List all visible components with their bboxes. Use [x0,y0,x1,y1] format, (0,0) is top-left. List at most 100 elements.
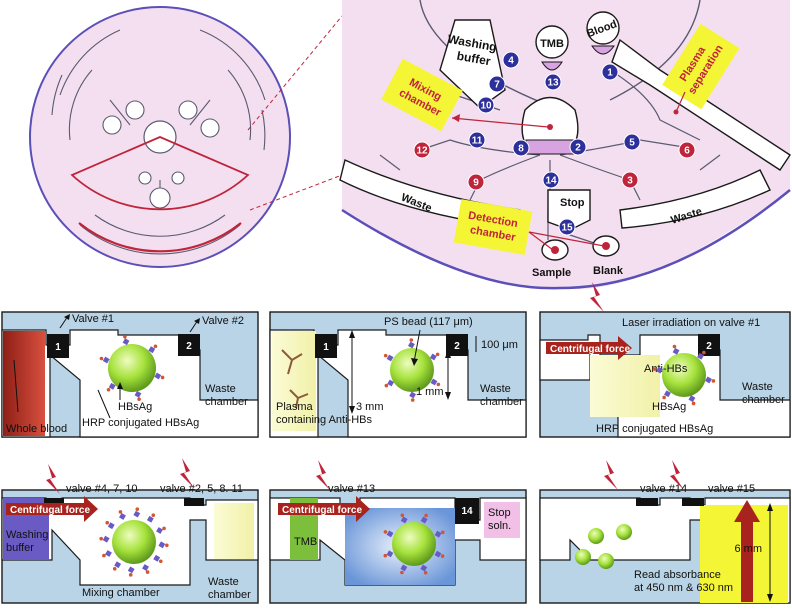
stop-reservoir [547,189,591,231]
label-valves-2-5-8-11: valve #2, 5, 8. 11 [160,483,243,495]
whole-blood-fill [3,331,45,436]
label-laser: Laser irradiation on valve #1 [622,317,760,329]
label-hrp: HRP conjugated HBsAg [82,417,199,429]
svg-text:2: 2 [454,341,460,352]
valve-7 [488,75,506,93]
label-waste-4: Waste chamber [208,576,251,601]
valve-label-5: 5 [629,138,635,149]
label-valve-13: valve #13 [328,483,375,495]
read-arrow [734,500,760,522]
valve-label-13: 13 [547,78,559,89]
bead-3 [662,353,706,397]
bead-4 [112,520,156,564]
valve-label-6: 6 [684,146,690,157]
valve-13 [544,73,562,91]
sector-outline [70,136,250,211]
svg-text:1: 1 [323,342,329,353]
panel-3: 2 Centrifugal force Laser irradiation on… [539,282,791,438]
panel-4: Centrifugal force valve #4, 7, 10 valve … [1,458,259,604]
svg-text:2: 2 [186,341,192,352]
panel-6: valve #14 valve #15 6 mm Read absorbance… [539,460,791,604]
label-100um: 100 μm [481,339,518,351]
valve-label-10: 10 [480,101,492,112]
label-stop: Stop [560,197,585,209]
label-mixing-chamber: Mixing chamber [381,58,463,132]
waste-right-shape [619,169,771,229]
label-hrp-3: HRP conjugated HBsAg [596,423,713,435]
disc-chambers [102,100,220,209]
zoom-line-top [247,15,343,131]
label-waste-2: Waste chamber [480,383,523,408]
label-washing-4: Washing buffer [6,529,51,554]
label-mixing-4: Mixing chamber [82,587,160,599]
label-6mm: 6 mm [735,543,763,555]
mixing-chamber-shape [521,96,579,149]
valve-label-2: 2 [575,143,581,154]
label-read: Read absorbance at 450 nm & 630 nm [634,569,733,594]
valve-8 [512,139,530,157]
valve-label-1: 1 [607,68,613,79]
panel-5: 14 Centrifugal force valve #13 TMB Stop … [269,460,527,604]
label-tmb-5: TMB [294,536,317,548]
svg-text:2: 2 [706,341,712,352]
antibody-marks [99,334,165,402]
valve-15 [558,218,576,236]
valve-label-15: 15 [561,223,573,234]
label-anti-hbs: Anti-HBs [644,363,688,375]
label-hbsag-3: HBsAg [652,401,686,413]
centrifugal-arrow-3 [546,336,632,360]
label-valve-14: valve #14 [640,483,687,495]
valve-4 [502,51,520,69]
panel-2: 1 2 PS bead (117 μm) 3 mm 1 mm 100 μm Pl… [269,311,527,438]
valve-label-14: 14 [545,176,557,187]
svg-text:Centrifugal force: Centrifugal force [550,344,630,355]
label-ps-bead: PS bead (117 μm) [384,316,473,328]
label-1mm: 1 mm [416,386,444,398]
valve-label-12: 12 [416,146,428,157]
valve-label-4: 4 [508,56,514,67]
valve-5 [623,133,641,151]
valve-3 [621,171,639,189]
label-3mm: 3 mm [356,401,384,413]
svg-text:14: 14 [461,506,473,517]
valve-1 [601,63,619,81]
panel-1: 1 2 Valve #1 Valve #2 Whole blood HBsAg … [1,311,259,438]
valve-label-11: 11 [472,136,483,147]
label-plasma: Plasma containing Anti-HBs [276,401,372,426]
bead-5 [392,522,436,566]
zoom-rim [341,189,791,290]
svg-text:Centrifugal force: Centrifugal force [282,505,362,516]
label-valve-15: valve #15 [708,483,755,495]
valve-label-9: 9 [473,178,479,189]
valve-label-3: 3 [627,176,633,187]
bead-1 [108,344,156,392]
disc-zoom: Mixing chamber Plasma separation Detecti… [339,0,791,290]
valve-label-8: 8 [518,144,524,155]
label-washing-buffer: Washing buffer [444,32,501,70]
svg-text:1: 1 [55,342,61,353]
label-waste-1: Waste chamber [205,383,248,408]
valve-12 [413,141,431,159]
valve-10 [477,96,495,114]
label-tmb: TMB [540,38,564,50]
valve-1-block [47,334,69,358]
disc-overview [29,6,291,268]
plasma-fill [272,331,316,431]
valve-11 [468,131,486,149]
valve-6 [678,141,696,159]
valve-2 [569,138,587,156]
valve-2-block [178,334,200,356]
label-whole-blood: Whole blood [6,423,67,435]
zoom-line-bottom [249,174,343,211]
label-valve-2: Valve #2 [202,315,244,327]
tmb-reservoir [535,25,569,59]
label-valves-4-7-10: valve #4, 7, 10 [66,483,138,495]
svg-text:Centrifugal force: Centrifugal force [10,505,90,516]
label-blank: Blank [593,265,624,277]
label-waste-3: Waste chamber [742,381,785,406]
valve-14 [542,171,560,189]
label-sample: Sample [532,267,571,279]
valve-label-7: 7 [494,80,500,91]
